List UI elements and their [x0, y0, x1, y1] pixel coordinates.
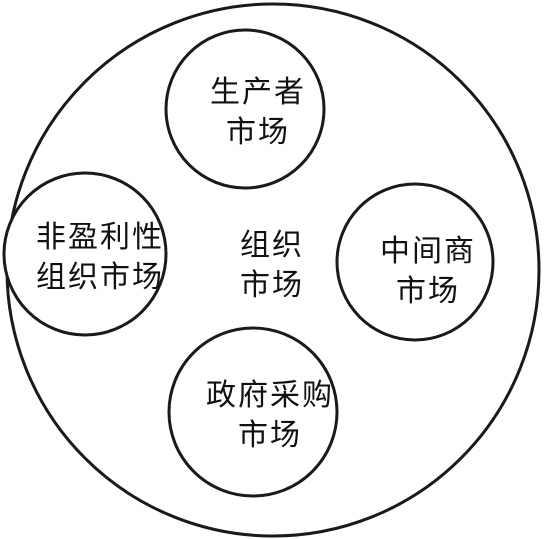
nonprofit-market-circle: [2, 171, 168, 337]
reseller-market-label-line2: 市场: [396, 274, 460, 309]
center-label-line1: 组织: [240, 228, 304, 263]
nonprofit-market-label-line2: 组织市场: [36, 260, 164, 295]
government-procurement-market-circle: [167, 326, 339, 498]
center-label-line2: 市场: [240, 268, 304, 303]
government-market-label-line2: 市场: [238, 418, 302, 453]
producer-market-label-line2: 市场: [226, 115, 290, 150]
producer-market-circle: [164, 28, 326, 190]
reseller-market-circle: [335, 182, 495, 342]
nonprofit-market-label-line1: 非盈利性: [36, 220, 164, 255]
producer-market-label-line1: 生产者: [210, 75, 306, 110]
government-market-label-line1: 政府采购: [206, 378, 334, 413]
reseller-market-label-line1: 中间商: [380, 234, 476, 269]
